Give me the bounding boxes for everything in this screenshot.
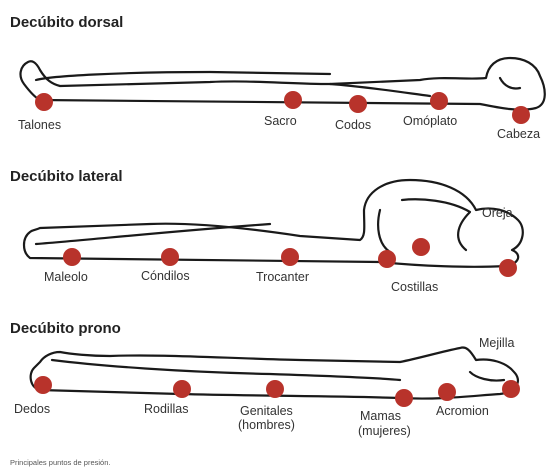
label-costillas: Costillas: [391, 280, 438, 294]
dot-codos: [349, 95, 367, 113]
label-condilos: Cóndilos: [141, 269, 190, 283]
label-oreja: Oreja: [482, 206, 513, 220]
label-genitales: Genitales: [240, 404, 293, 418]
label-mamas: Mamas: [360, 409, 401, 423]
label-acromion: Acromion: [436, 404, 489, 418]
label-codos: Codos: [335, 118, 371, 132]
dot-mamas: [395, 389, 413, 407]
label-dedos: Dedos: [14, 402, 50, 416]
dot-cabeza: [512, 106, 530, 124]
title-decubito-prono: Decúbito prono: [10, 320, 121, 337]
label-rodillas: Rodillas: [144, 402, 188, 416]
label-genitales-hombres: (hombres): [238, 418, 295, 432]
dot-dedos: [34, 376, 52, 394]
dot-costillas-2: [412, 238, 430, 256]
label-mejilla: Mejilla: [479, 336, 514, 350]
dot-acromion: [438, 383, 456, 401]
dot-genitales: [266, 380, 284, 398]
label-omoplato: Omóplato: [403, 114, 457, 128]
label-cabeza: Cabeza: [497, 127, 540, 141]
dot-omoplato: [430, 92, 448, 110]
label-talones: Talones: [18, 118, 61, 132]
dot-rodillas: [173, 380, 191, 398]
title-decubito-lateral: Decúbito lateral: [10, 168, 123, 185]
dot-sacro: [284, 91, 302, 109]
label-sacro: Sacro: [264, 114, 297, 128]
label-mamas-mujeres: (mujeres): [358, 424, 411, 438]
dot-oreja: [499, 259, 517, 277]
title-decubito-dorsal: Decúbito dorsal: [10, 14, 123, 31]
label-trocanter: Trocanter: [256, 270, 309, 284]
dot-maleolo: [63, 248, 81, 266]
supine-body-outline: [21, 58, 545, 110]
dot-costillas-1: [378, 250, 396, 268]
lateral-body-outline: [24, 180, 523, 267]
dot-condilos: [161, 248, 179, 266]
dot-trocanter: [281, 248, 299, 266]
label-maleolo: Maleolo: [44, 270, 88, 284]
caption: Principales puntos de presión.: [10, 458, 110, 467]
dot-mejilla: [502, 380, 520, 398]
dot-talones: [35, 93, 53, 111]
